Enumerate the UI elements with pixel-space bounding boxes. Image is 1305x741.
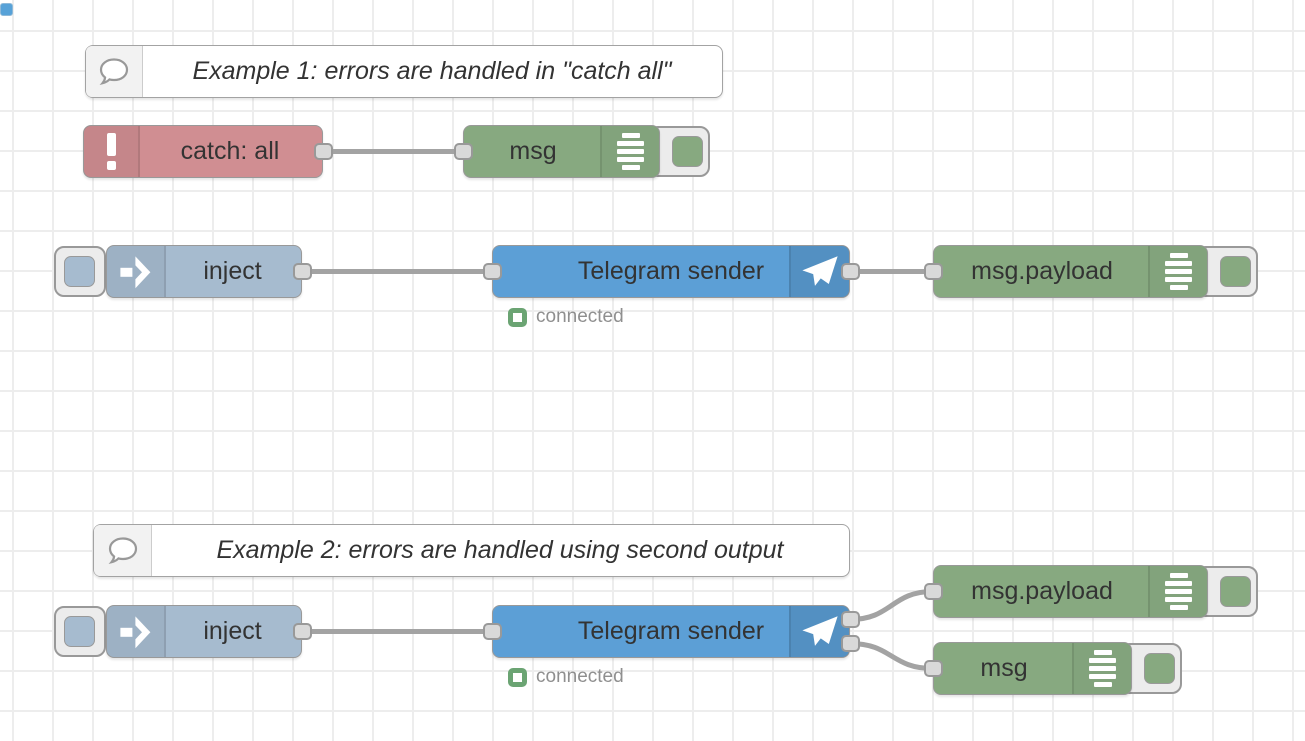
telegram-node-label: Telegram sender <box>577 257 765 285</box>
output-port-2[interactable] <box>840 635 860 652</box>
input-port[interactable] <box>453 143 473 160</box>
inject-node[interactable]: inject <box>106 245 302 298</box>
debug-node-label: msg.payload <box>971 257 1113 285</box>
debug-node-msg[interactable]: msg <box>463 125 660 178</box>
debug-node-msg[interactable]: msg <box>933 642 1132 695</box>
debug-list-icon <box>1148 246 1207 297</box>
comment-node-example1[interactable]: Example 1: errors are handled in "catch … <box>85 45 723 98</box>
debug-list-icon <box>1148 566 1207 617</box>
input-port[interactable] <box>923 263 943 280</box>
telegram-node-label: Telegram sender <box>577 617 765 645</box>
output-port-1[interactable] <box>840 611 860 628</box>
input-port[interactable] <box>923 583 943 600</box>
debug-node-label: msg.payload <box>971 577 1113 605</box>
status-text: connected <box>536 666 624 687</box>
status-text: connected <box>536 306 624 327</box>
comment-node-example2[interactable]: Example 2: errors are handled using seco… <box>93 524 850 577</box>
input-port[interactable] <box>482 623 502 640</box>
input-port[interactable] <box>482 263 502 280</box>
inject-node-label: inject <box>203 617 262 645</box>
comment-icon <box>94 525 152 576</box>
catch-node-label: catch: all <box>180 137 280 165</box>
inject-run-button[interactable] <box>54 606 106 657</box>
telegram-sender-node[interactable]: Telegram sender <box>492 605 850 658</box>
output-port[interactable] <box>313 143 333 160</box>
node-status: connected <box>508 306 624 328</box>
debug-toggle-indicator <box>1220 576 1251 607</box>
status-connected-icon <box>508 667 527 687</box>
debug-node-label: msg <box>509 137 557 165</box>
debug-toggle-indicator <box>672 136 703 167</box>
catch-node[interactable]: catch: all <box>83 125 323 178</box>
debug-node-msg-payload[interactable]: msg.payload <box>933 245 1208 298</box>
inject-arrow-icon <box>107 246 166 297</box>
debug-list-icon <box>1072 643 1131 694</box>
debug-toggle-indicator <box>1220 256 1251 287</box>
output-port[interactable] <box>292 263 312 280</box>
node-status: connected <box>508 666 624 688</box>
inject-node[interactable]: inject <box>106 605 302 658</box>
telegram-sender-node[interactable]: Telegram sender <box>492 245 850 298</box>
debug-list-icon <box>600 126 659 177</box>
input-port[interactable] <box>923 660 943 677</box>
debug-node-label: msg <box>980 654 1028 682</box>
wire[interactable] <box>847 589 936 622</box>
inject-arrow-icon <box>107 606 166 657</box>
output-port[interactable] <box>840 263 860 280</box>
inject-run-button[interactable] <box>54 246 106 297</box>
telegram-plane-icon <box>789 246 849 297</box>
inject-run-indicator <box>64 616 95 647</box>
debug-toggle-indicator <box>1144 653 1175 684</box>
exclamation-icon <box>84 126 140 177</box>
debug-node-msg-payload[interactable]: msg.payload <box>933 565 1208 618</box>
telegram-plane-icon <box>789 606 849 657</box>
comment-icon <box>86 46 143 97</box>
comment-label: Example 1: errors are handled in "catch … <box>192 57 672 85</box>
inject-node-label: inject <box>203 257 262 285</box>
wire[interactable] <box>847 641 936 671</box>
output-port[interactable] <box>292 623 312 640</box>
comment-label: Example 2: errors are handled using seco… <box>216 536 784 564</box>
inject-run-indicator <box>64 256 95 287</box>
status-connected-icon <box>508 307 527 327</box>
partially-visible-node[interactable] <box>0 3 13 16</box>
